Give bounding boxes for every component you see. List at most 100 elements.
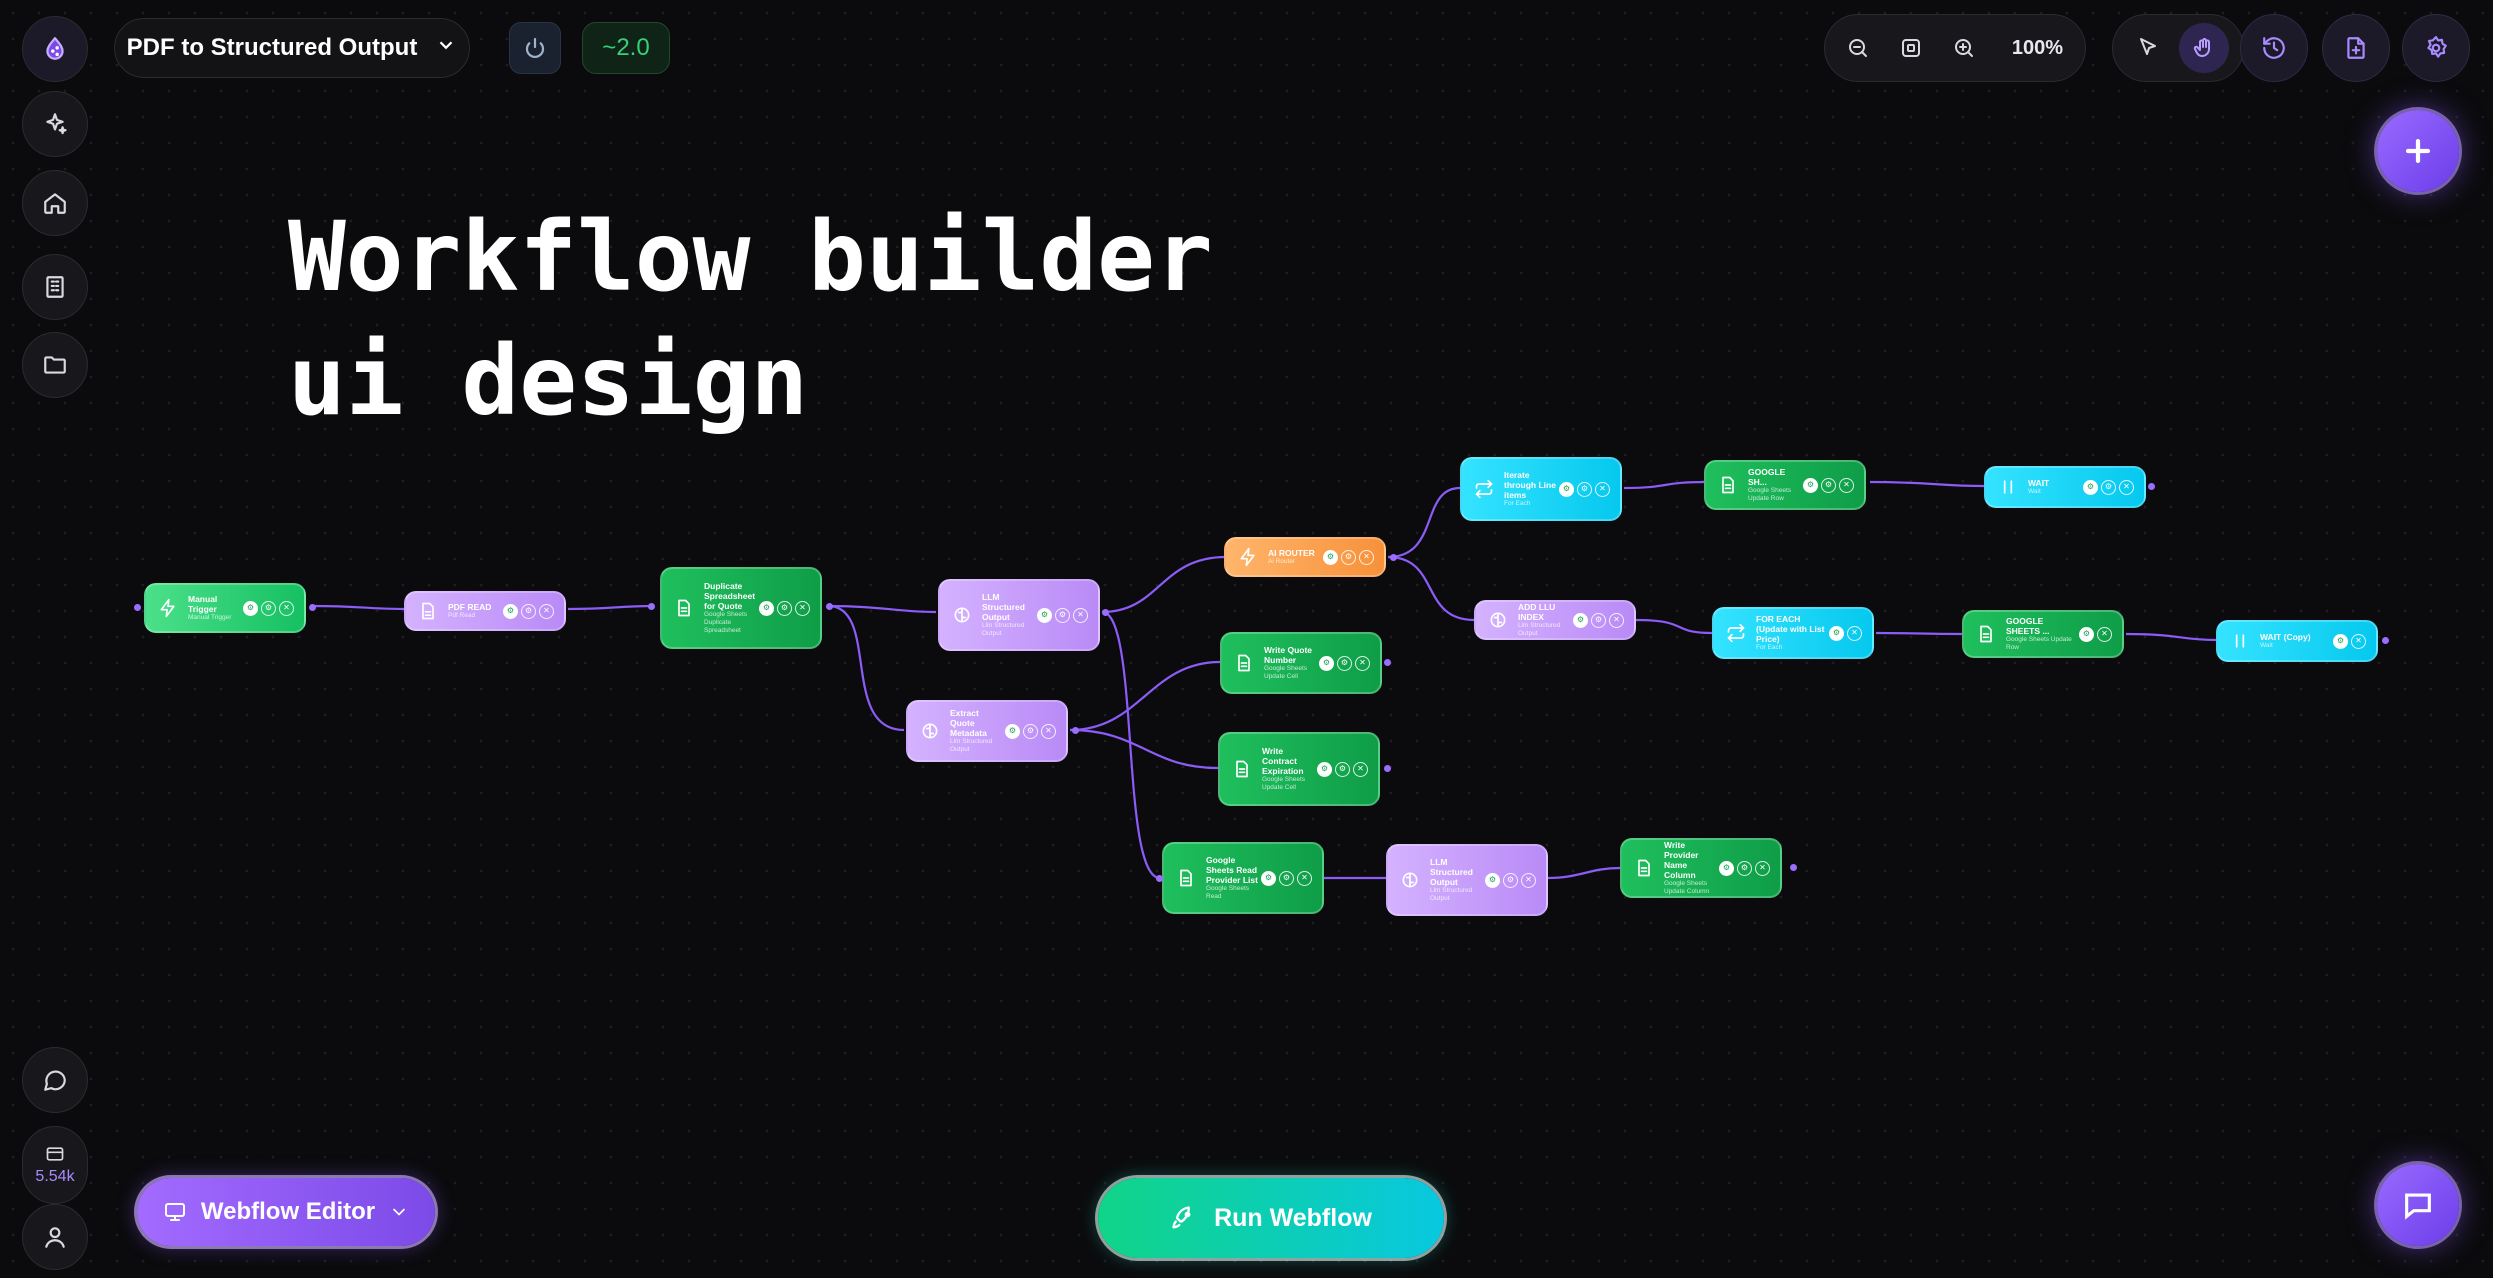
pan-mode-button[interactable] [2179,23,2229,73]
output-port[interactable] [1790,864,1797,871]
node-delete-icon[interactable]: ✕ [2097,626,2112,642]
node-settings-icon[interactable]: ⚙ [1591,612,1606,628]
chat-button[interactable] [2377,1164,2459,1246]
node-toggle-icon[interactable]: ⚙ [1037,607,1052,623]
credits-badge[interactable]: 5.54k [22,1126,88,1204]
node-delete-icon[interactable]: ✕ [1755,860,1770,876]
output-port[interactable] [2382,637,2389,644]
node-delete-icon[interactable]: ✕ [1595,481,1610,497]
node-delete-icon[interactable]: ✕ [1297,870,1312,886]
node-delete-icon[interactable]: ✕ [1521,872,1536,888]
zoom-out-button[interactable] [1835,23,1882,73]
node-google-sheets-update-row-2[interactable]: GOOGLE SHEETS ...Google Sheets Update Ro… [1962,610,2124,658]
node-settings-icon[interactable]: ⚙ [1577,481,1592,497]
history-button[interactable] [2240,14,2308,82]
workflow-selector[interactable]: PDF to Structured Output [114,18,470,78]
export-button[interactable] [2322,14,2390,82]
home-button[interactable] [22,170,88,236]
node-settings-icon[interactable]: ⚙ [521,603,536,619]
fit-view-button[interactable] [1888,23,1935,73]
node-wait-copy[interactable]: WAIT (Copy)Wait ⚙✕ [2216,620,2378,662]
node-toggle-icon[interactable]: ⚙ [1261,870,1276,886]
node-delete-icon[interactable]: ✕ [1839,477,1854,493]
node-settings-icon[interactable]: ⚙ [261,600,276,616]
node-delete-icon[interactable]: ✕ [279,600,294,616]
output-port[interactable] [2148,483,2155,490]
node-delete-icon[interactable]: ✕ [2351,633,2366,649]
profile-button[interactable] [22,1204,88,1270]
node-toggle-icon[interactable]: ⚙ [1559,481,1574,497]
output-port[interactable] [1072,727,1079,734]
node-settings-icon[interactable]: ⚙ [1335,761,1350,777]
chat-history-button[interactable] [22,1047,88,1113]
node-toggle-icon[interactable]: ⚙ [1573,612,1588,628]
node-delete-icon[interactable]: ✕ [795,600,810,616]
node-delete-icon[interactable]: ✕ [2119,479,2134,495]
input-port[interactable] [648,603,655,610]
node-for-each-update-price[interactable]: FOR EACH (Update with List Price)For Eac… [1712,607,1874,659]
node-delete-icon[interactable]: ✕ [1073,607,1088,623]
node-toggle-icon[interactable]: ⚙ [1319,655,1334,671]
webflow-editor-menu[interactable]: Webflow Editor [137,1178,435,1246]
input-port[interactable] [1156,875,1163,882]
output-port[interactable] [826,603,833,610]
node-delete-icon[interactable]: ✕ [1041,723,1056,739]
app-logo[interactable] [22,16,88,82]
node-delete-icon[interactable]: ✕ [1353,761,1368,777]
zoom-in-button[interactable] [1941,23,1988,73]
node-settings-icon[interactable]: ⚙ [2079,626,2094,642]
node-settings-icon[interactable]: ⚙ [1503,872,1518,888]
add-node-button[interactable] [2377,110,2459,192]
node-toggle-icon[interactable]: ⚙ [503,603,518,619]
node-settings-icon[interactable]: ⚙ [1341,549,1356,565]
node-settings-icon[interactable]: ⚙ [1737,860,1752,876]
node-settings-icon[interactable]: ⚙ [1279,870,1294,886]
node-delete-icon[interactable]: ✕ [539,603,554,619]
version-badge[interactable]: ~2.0 [582,22,670,74]
node-toggle-icon[interactable]: ⚙ [1317,761,1332,777]
node-toggle-icon[interactable]: ⚙ [1005,723,1020,739]
node-settings-icon[interactable]: ⚙ [1023,723,1038,739]
node-settings-icon[interactable]: ⚙ [777,600,792,616]
node-toggle-icon[interactable]: ⚙ [243,600,258,616]
power-toggle-button[interactable] [509,22,561,74]
node-toggle-icon[interactable]: ⚙ [759,600,774,616]
node-settings-icon[interactable]: ⚙ [1337,655,1352,671]
node-toggle-icon[interactable]: ⚙ [1485,872,1500,888]
node-settings-icon[interactable]: ⚙ [1829,625,1844,641]
output-port[interactable] [1384,659,1391,666]
node-settings-icon[interactable]: ⚙ [2101,479,2116,495]
ai-assistant-button[interactable] [22,91,88,157]
files-button[interactable] [22,332,88,398]
organization-button[interactable] [22,254,88,320]
node-settings-icon[interactable]: ⚙ [2333,633,2348,649]
settings-button[interactable] [2402,14,2470,82]
node-delete-icon[interactable]: ✕ [1847,625,1862,641]
node-toggle-icon[interactable]: ⚙ [1719,860,1734,876]
output-port[interactable] [1102,609,1109,616]
input-port[interactable] [134,604,141,611]
node-google-sheets-update-row[interactable]: GOOGLE SH...Google Sheets Update Row ⚙⚙✕ [1704,460,1866,510]
node-toggle-icon[interactable]: ⚙ [2083,479,2098,495]
output-port[interactable] [309,604,316,611]
node-delete-icon[interactable]: ✕ [1359,549,1374,565]
run-webflow-button[interactable]: Run Webflow [1098,1178,1444,1258]
output-port[interactable] [1390,554,1397,561]
node-toggle-icon[interactable]: ⚙ [1803,477,1818,493]
node-delete-icon[interactable]: ✕ [1355,655,1370,671]
node-settings-icon[interactable]: ⚙ [1055,607,1070,623]
node-settings-icon[interactable]: ⚙ [1821,477,1836,493]
